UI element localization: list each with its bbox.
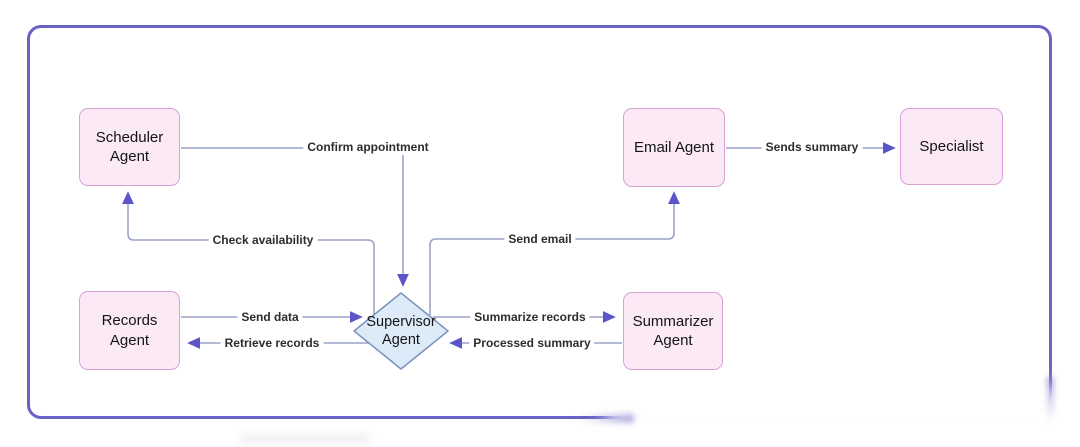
faded-frame-wisp-horizontal bbox=[578, 414, 634, 423]
scheduler-agent-label: Scheduler Agent bbox=[95, 128, 164, 166]
diagram-frame bbox=[27, 25, 1052, 419]
edge-confirm-appointment bbox=[181, 147, 409, 287]
edge-label-processed-summary: Processed summary bbox=[469, 335, 595, 351]
email-agent-label: Email Agent bbox=[633, 138, 715, 156]
node-records-agent[interactable]: Records Agent bbox=[79, 291, 180, 370]
summarizer-agent-label: Summarizer Agent bbox=[632, 312, 714, 350]
faded-frame-wisp-vertical bbox=[1047, 377, 1054, 423]
edge-label-send-data: Send data bbox=[237, 309, 303, 325]
node-email-agent[interactable]: Email Agent bbox=[623, 108, 725, 187]
edge-label-summarize-records: Summarize records bbox=[470, 309, 590, 325]
edge-label-confirm-appointment: Confirm appointment bbox=[303, 139, 433, 155]
supervisor-agent-label: Supervisor Agent bbox=[366, 313, 436, 348]
edge-label-send-email: Send email bbox=[504, 231, 576, 247]
node-scheduler-agent[interactable]: Scheduler Agent bbox=[79, 108, 180, 186]
edge-label-sends-summary: Sends summary bbox=[761, 139, 863, 155]
node-summarizer-agent[interactable]: Summarizer Agent bbox=[623, 292, 723, 370]
records-agent-label: Records Agent bbox=[101, 312, 158, 349]
whiteout-smudge-bottom bbox=[608, 398, 1080, 447]
specialist-label: Specialist bbox=[919, 137, 984, 155]
node-supervisor-agent[interactable] bbox=[353, 292, 449, 370]
whiteout-smudge-right bbox=[1032, 386, 1080, 442]
edge-label-check-availability: Check availability bbox=[208, 232, 318, 248]
edge-label-retrieve-records: Retrieve records bbox=[220, 335, 324, 351]
node-specialist[interactable]: Specialist bbox=[900, 108, 1003, 185]
faint-smudge-bottom-center bbox=[240, 434, 370, 443]
